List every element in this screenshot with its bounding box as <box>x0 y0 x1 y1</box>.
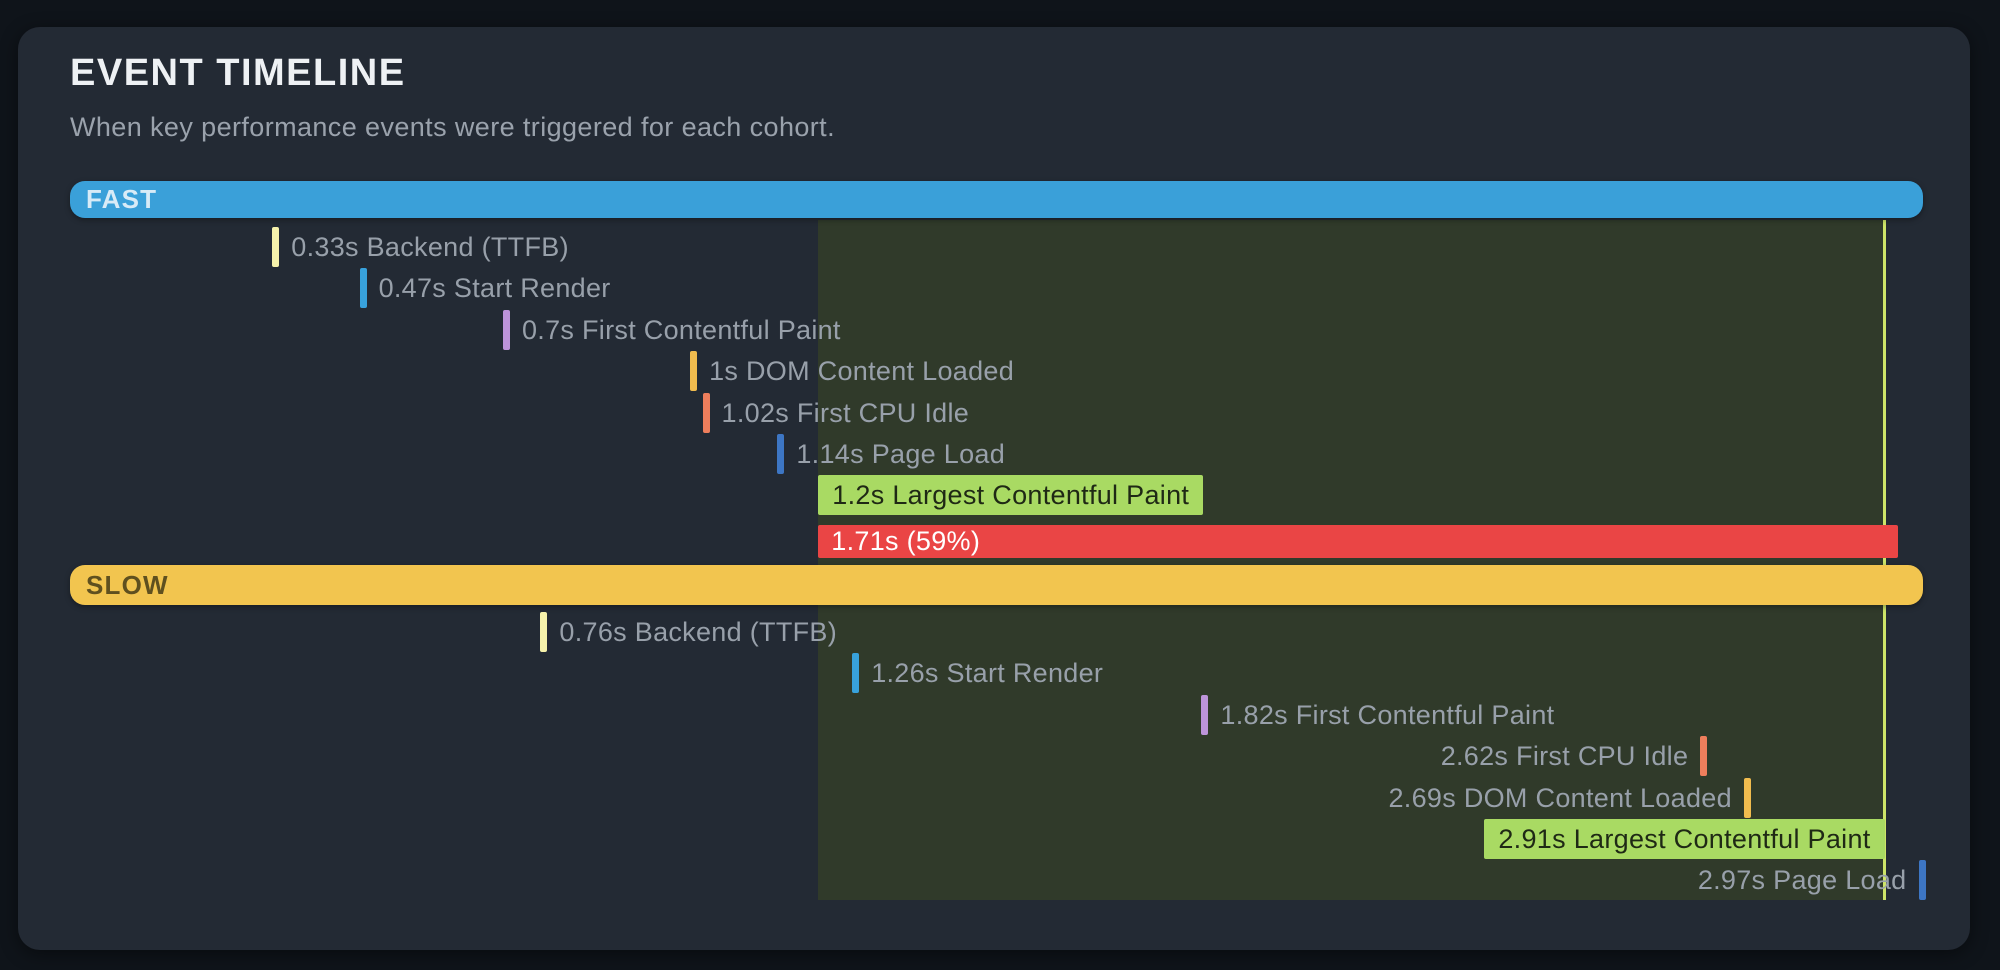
lcp-gap-band <box>818 220 1885 900</box>
event-label: 1.82s First Contentful Paint <box>1220 699 1555 730</box>
event-lcp-box: 2.91s Largest Contentful Paint <box>1484 819 1885 859</box>
cohort-bar-fast: FAST <box>70 181 1923 218</box>
event-marker-page_load <box>1918 860 1926 901</box>
event-marker-first_cpu_idle <box>702 392 710 433</box>
page-subtitle: When key performance events were trigger… <box>70 112 835 142</box>
event-marker-start_render <box>359 268 367 309</box>
event-label: 2.97s Page Load <box>1697 865 1907 896</box>
event-marker-backend <box>540 612 548 652</box>
cohort-label-fast: FAST <box>86 184 158 214</box>
event-marker-first_cpu_idle <box>1700 736 1708 777</box>
event-marker-dom_content_loaded <box>1743 777 1751 818</box>
event-label: 2.69s DOM Content Loaded <box>1388 782 1732 813</box>
event-label: 1.14s Page Load <box>796 439 1006 469</box>
lcp-delta-bar: 1.71s (59%) <box>818 524 1898 558</box>
event-label: 0.76s Backend (TTFB) <box>559 617 838 647</box>
event-lcp-box: 1.2s Largest Contentful Paint <box>818 475 1204 516</box>
event-label: 0.33s Backend (TTFB) <box>291 232 569 262</box>
event-label: 2.62s First CPU Idle <box>1440 741 1689 772</box>
lcp-gap-edge-line <box>1883 220 1887 900</box>
event-marker-page_load <box>777 434 785 474</box>
event-label: 1s DOM Content Loaded <box>709 356 1015 387</box>
event-marker-first_contentful_paint <box>1201 694 1209 735</box>
page-title: EVENT TIMELINE <box>70 52 406 94</box>
event-marker-first_contentful_paint <box>502 309 510 350</box>
cohort-label-slow: SLOW <box>86 570 169 600</box>
event-marker-backend <box>272 227 280 267</box>
event-marker-start_render <box>852 653 860 694</box>
event-label: 1.26s Start Render <box>871 658 1104 689</box>
event-label: 1.02s First CPU Idle <box>721 397 970 428</box>
cohort-bar-slow: SLOW <box>70 565 1923 605</box>
event-marker-dom_content_loaded <box>690 351 698 392</box>
event-label: 0.47s Start Render <box>378 273 611 304</box>
event-label: 0.7s First Contentful Paint <box>521 314 841 345</box>
